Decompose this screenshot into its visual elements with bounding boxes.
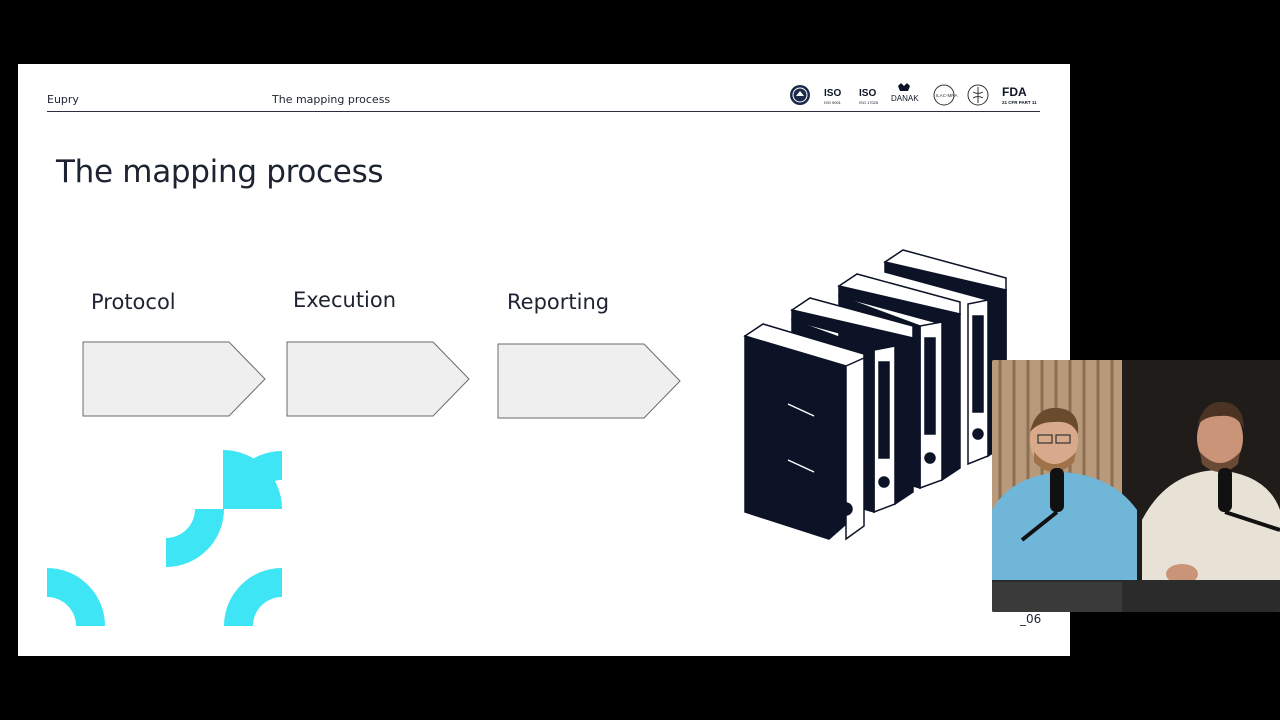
arrow-execution [286, 341, 470, 417]
svg-text:ISO 17025: ISO 17025 [859, 100, 879, 105]
accreditation-seal-icon [790, 85, 810, 105]
step-label-execution: Execution [293, 288, 397, 312]
page-number: _06 [1020, 612, 1042, 626]
danak-logo: DANAK [891, 83, 919, 103]
step-label-protocol: Protocol [91, 290, 176, 314]
svg-text:DANAK: DANAK [891, 94, 919, 103]
svg-text:ISO: ISO [824, 88, 841, 99]
brand-label: Eupry [47, 93, 79, 106]
arrow-protocol [82, 341, 266, 417]
svg-text:ILAC-MRA: ILAC-MRA [936, 93, 958, 98]
ilac-mra-logo: ILAC-MRA [933, 84, 958, 106]
section-label: The mapping process [272, 93, 391, 106]
certification-logos: ISO ISO 9001 ISO ISO 17025 DANAK ILAC-MR… [790, 83, 1037, 106]
svg-text:ISO: ISO [859, 88, 876, 99]
microphones [1020, 468, 1280, 542]
presenter-left [992, 407, 1137, 612]
svg-text:ISO 9001: ISO 9001 [824, 100, 842, 105]
laptop [992, 582, 1122, 612]
process-diagram [47, 249, 1007, 626]
iso-logo: ISO ISO 9001 [824, 88, 842, 105]
binders-illustration [743, 249, 1007, 541]
iso-logo-2: ISO ISO 17025 [859, 88, 879, 105]
svg-text:21 CFR PART 11: 21 CFR PART 11 [1002, 100, 1037, 105]
presentation-slide: Eupry The mapping process ISO ISO 9001 I… [18, 64, 1070, 656]
who-logo [967, 84, 989, 106]
step-label-reporting: Reporting [507, 290, 610, 314]
slide-title: The mapping process [56, 154, 384, 190]
header-divider [47, 111, 1040, 112]
presenter-video [992, 360, 1280, 612]
arrow-reporting [497, 343, 681, 419]
presenter-right [1142, 401, 1280, 612]
decorative-cyan-shapes [47, 450, 282, 626]
presenter-video-frame [992, 360, 1280, 612]
svg-text:FDA: FDA [1002, 85, 1027, 99]
fda-logo: FDA 21 CFR PART 11 [1002, 85, 1037, 105]
